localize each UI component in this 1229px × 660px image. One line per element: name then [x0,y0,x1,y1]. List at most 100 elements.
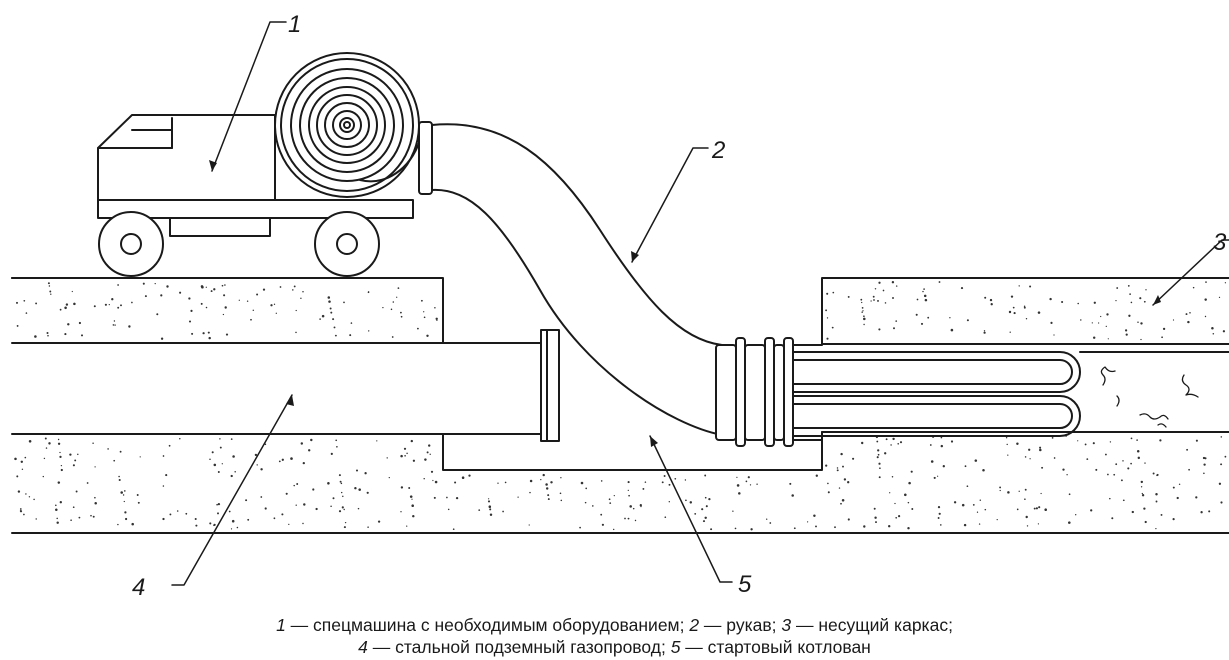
soil-dot [209,522,212,525]
soil-dot [396,296,398,298]
soil-dot [825,309,828,312]
soil-dot [874,288,877,290]
soil-dot [710,528,713,531]
soil-dot [230,528,233,530]
soil-dot [315,507,318,511]
soil-dot [64,333,67,336]
soil-dot [72,506,75,509]
soil-dot [1049,297,1052,301]
soil-dot [1025,515,1028,519]
soil-dot [328,300,331,303]
soil-dot [273,517,276,520]
soil-dot [701,508,704,511]
soil-dot [684,479,687,481]
soil-dot [609,502,612,504]
soil-dot [989,298,993,302]
soil-dot [188,297,191,300]
soil-dot [80,334,84,337]
soil-dot [302,291,304,293]
soil-dot [400,315,403,318]
soil-dot [873,299,875,301]
soil-dot [44,437,47,440]
soil-dot [878,281,881,284]
soil-dot [863,525,866,528]
soil-dot [927,316,930,319]
soil-dot [436,319,438,321]
soil-dot [1159,439,1162,442]
soil-dot [17,490,21,493]
soil-dot [966,319,969,322]
soil-dot [1140,486,1143,488]
soil-dot [221,463,223,465]
soil-dot [94,502,97,505]
soil-dot [1140,338,1142,341]
soil-dot [426,451,429,454]
soil-dot [202,332,205,335]
callout-2: 2 [711,137,725,164]
soil-dot [310,438,313,442]
soil-dot [891,476,894,478]
soil-dot [273,303,276,305]
soil-dot [738,492,741,495]
soil-dot [949,317,951,319]
soil-dot [50,293,52,295]
soil-dot [847,295,850,298]
soil-dot [1127,285,1130,287]
soil-dot [1084,443,1087,446]
legend-text-1: — спецмашина с необходимым оборудованием… [285,615,690,635]
soil-dot [260,468,263,471]
soil-dot [424,458,427,461]
soil-dot [1068,521,1071,524]
soil-dot [392,301,395,303]
legend-num-1: 1 [276,615,286,635]
figure-legend: 1 — спецмашина с необходимым оборудовани… [0,614,1229,658]
soil-dot [434,480,438,484]
soil-dot [49,290,52,293]
soil-dot [94,496,96,499]
soil-dot [137,501,140,504]
soil-dot [877,453,880,456]
soil-dot [341,506,344,509]
soil-dot [560,477,562,479]
soil-dot [48,442,51,445]
soil-dot [1116,287,1119,289]
soil-dot [964,465,967,468]
soil-dot [55,508,58,511]
soil-dot [338,474,341,477]
soil-dot [547,498,550,501]
soil-dot [64,306,67,310]
legend-text-2: — рукав; [699,615,782,635]
soil-dot [1039,446,1042,449]
soil-dot [1080,319,1082,321]
soil-dot [43,457,46,460]
soil-dot [154,282,156,285]
soil-dot [1218,296,1221,299]
soil-dot [745,480,748,483]
soil-dot [878,462,881,465]
soil-dot [1025,318,1028,320]
soil-dot [20,460,23,463]
soil-dot [1050,321,1053,324]
soil-dot [1195,496,1198,499]
soil-dot [929,444,932,446]
soil-dot [894,502,896,505]
soil-dot [963,523,967,527]
soil-dot [14,457,17,461]
soil-dot [1136,439,1138,441]
soil-dot [25,312,28,314]
soil-dot [899,441,903,444]
soil-dot [1023,305,1026,308]
soil-dot [1105,325,1107,328]
soil-dot [123,490,126,492]
soil-dot [330,311,333,314]
soil-dot [1041,466,1044,469]
soil-dot [529,479,533,483]
soil-dot [734,527,737,530]
soil-dot [1155,500,1158,503]
soil-dot [879,467,881,470]
soil-dot [367,526,369,528]
soil-dot [461,476,465,479]
soil-dot [749,484,752,486]
soil-dot [907,501,910,504]
soil-dot [911,508,914,510]
